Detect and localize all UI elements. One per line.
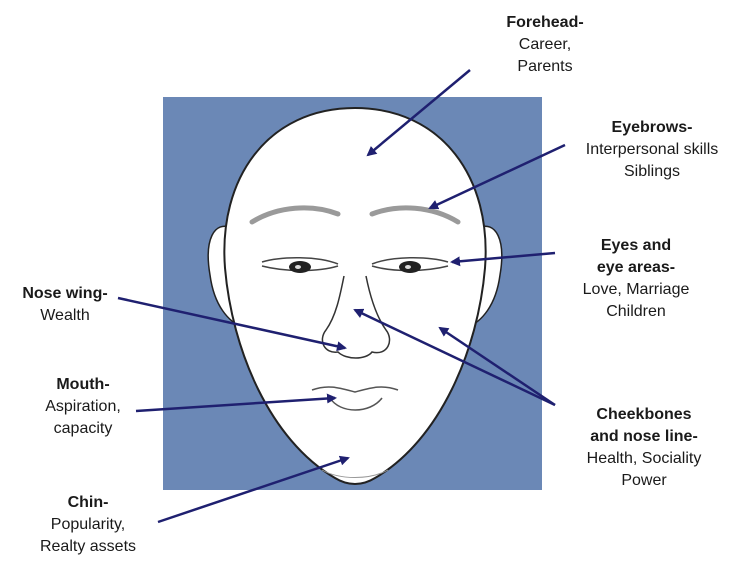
label-cheekbones-heading: Cheekbones	[554, 404, 734, 426]
label-eyes-line2: Children	[556, 301, 716, 323]
label-eyes-heading: Eyes and	[556, 235, 716, 257]
label-eyes-heading2: eye areas-	[556, 257, 716, 279]
label-eyebrows-line1: Interpersonal skills	[566, 139, 738, 161]
label-forehead: Forehead- Career, Parents	[470, 12, 620, 78]
right-eye-glint	[405, 265, 411, 269]
label-chin-heading: Chin-	[18, 492, 158, 514]
label-eyebrows-line2: Siblings	[566, 161, 738, 183]
label-nose-wing-line1: Wealth	[0, 305, 130, 327]
label-chin-line1: Popularity,	[18, 514, 158, 536]
label-forehead-line1: Career,	[470, 34, 620, 56]
label-cheekbones-line2: Power	[554, 470, 734, 492]
label-cheekbones-heading2: and nose line-	[554, 426, 734, 448]
label-mouth-line2: capacity	[18, 418, 148, 440]
label-nose-wing: Nose wing- Wealth	[0, 283, 130, 327]
label-chin: Chin- Popularity, Realty assets	[18, 492, 158, 558]
label-eyebrows-heading: Eyebrows-	[566, 117, 738, 139]
label-forehead-line2: Parents	[470, 56, 620, 78]
label-nose-wing-heading: Nose wing-	[0, 283, 130, 305]
label-chin-line2: Realty assets	[18, 536, 158, 558]
label-mouth: Mouth- Aspiration, capacity	[18, 374, 148, 440]
label-eyebrows: Eyebrows- Interpersonal skills Siblings	[566, 117, 738, 183]
label-cheekbones-line1: Health, Sociality	[554, 448, 734, 470]
label-forehead-heading: Forehead-	[470, 12, 620, 34]
label-eyes-line1: Love, Marriage	[556, 279, 716, 301]
label-eyes: Eyes and eye areas- Love, Marriage Child…	[556, 235, 716, 323]
left-eye-glint	[295, 265, 301, 269]
label-mouth-line1: Aspiration,	[18, 396, 148, 418]
label-mouth-heading: Mouth-	[18, 374, 148, 396]
label-cheekbones: Cheekbones and nose line- Health, Social…	[554, 404, 734, 492]
